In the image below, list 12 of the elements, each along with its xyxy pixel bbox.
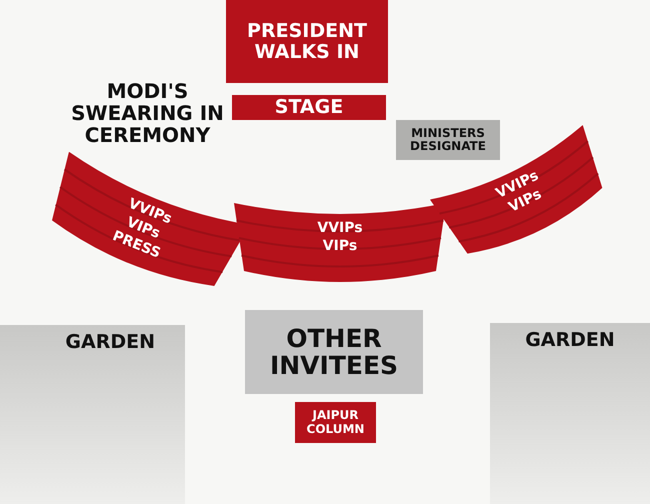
ministers-area: MINISTERS DESIGNATE: [396, 120, 500, 160]
stage-block: STAGE: [232, 95, 386, 120]
area-label: GARDEN: [524, 329, 616, 351]
garden-area: [490, 323, 650, 504]
garden-area: [0, 325, 185, 504]
section-label: VVIPs: [317, 219, 363, 237]
entrance-block: PRESIDENT WALKS IN: [226, 0, 388, 83]
invitees-area: OTHER INVITEES: [245, 310, 423, 394]
column-marker: JAIPUR COLUMN: [295, 402, 376, 443]
area-label: GARDEN: [65, 331, 155, 353]
section-label: VIPs: [322, 237, 358, 255]
diagram-title: MODI'S SWEARING IN CEREMONY: [70, 80, 225, 146]
